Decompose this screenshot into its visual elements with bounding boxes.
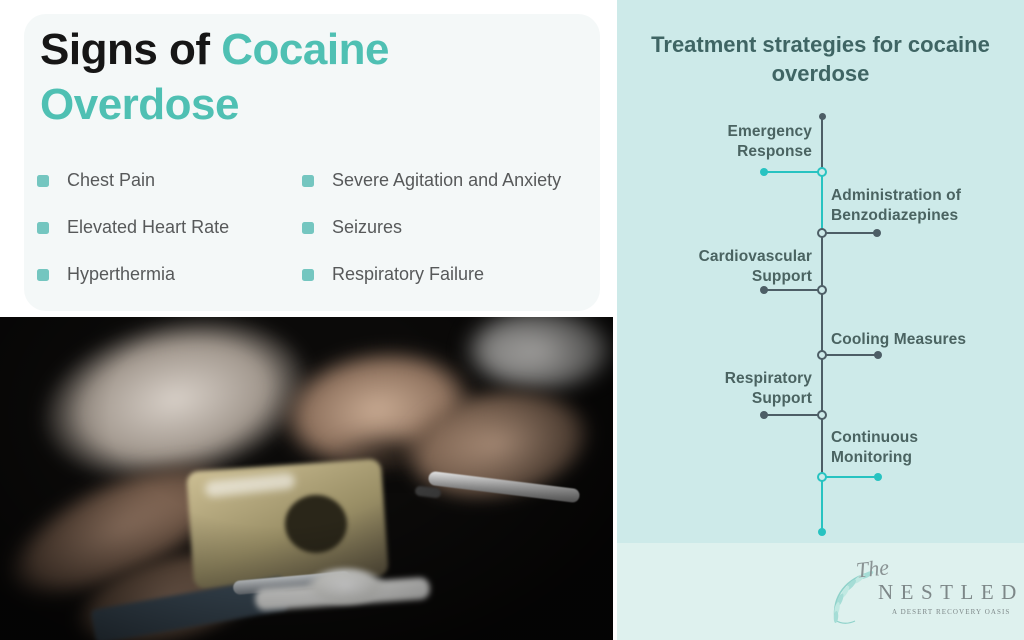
connector	[764, 289, 822, 291]
timeline-segment-accent	[821, 172, 823, 234]
leaf-branch-icon	[833, 571, 874, 624]
sign-label: Elevated Heart Rate	[67, 217, 230, 237]
signs-card	[24, 14, 600, 311]
list-item: Hyperthermia	[37, 264, 302, 285]
connector-dot	[760, 286, 768, 294]
page-title: Signs of Cocaine Overdose	[40, 22, 588, 133]
square-bullet-icon	[302, 268, 314, 281]
connector	[764, 414, 822, 416]
list-item: Chest Pain	[37, 170, 302, 191]
photo-vignette	[0, 317, 613, 640]
timeline-step-label: Respiratory Support	[724, 370, 812, 407]
sign-label: Severe Agitation and Anxiety	[332, 170, 562, 190]
connector-dot	[760, 168, 768, 176]
sign-label: Seizures	[332, 217, 403, 237]
timeline-node-dot	[817, 228, 827, 238]
connector-dot	[874, 351, 882, 359]
sign-label: Chest Pain	[67, 170, 156, 190]
timeline-step-label: Administration of Benzodiazepines	[831, 187, 961, 224]
square-bullet-icon	[302, 221, 314, 234]
timeline-end-dot	[818, 528, 826, 536]
logo-tagline: A DESERT RECOVERY OASIS	[892, 608, 1011, 616]
timeline-node-dot	[817, 410, 827, 420]
square-bullet-icon	[37, 174, 49, 187]
square-bullet-icon	[37, 268, 49, 281]
timeline-step-label: Emergency Response	[727, 123, 812, 160]
connector-dot	[873, 229, 881, 237]
treatment-heading: Treatment strategies for cocaine overdos…	[651, 32, 990, 86]
list-item: Respiratory Failure	[302, 264, 597, 285]
timeline-node-dot	[817, 167, 827, 177]
photo-overdose-scene	[0, 317, 613, 640]
timeline-node-dot	[817, 472, 827, 482]
timeline-node-dot	[817, 350, 827, 360]
timeline-segment-accent	[821, 477, 823, 533]
connector	[822, 232, 877, 234]
connector-dot	[760, 411, 768, 419]
list-item: Seizures	[302, 217, 597, 238]
list-item: Severe Agitation and Anxiety	[302, 170, 597, 191]
square-bullet-icon	[37, 221, 49, 234]
connector	[822, 476, 878, 478]
timeline-step-label: Continuous Monitoring	[831, 429, 919, 466]
title-prefix: Signs of	[40, 25, 222, 74]
title-highlight: Cocaine Overdose	[40, 25, 389, 130]
timeline-step-label: Cardiovascular Support	[698, 248, 812, 285]
timeline-step-label: Cooling Measures	[831, 331, 967, 348]
signs-list: Chest Pain Severe Agitation and Anxiety …	[37, 170, 597, 285]
list-item: Elevated Heart Rate	[37, 217, 302, 238]
brand-logo: The NESTLED A DESERT RECOVERY OASIS	[820, 554, 1020, 630]
sign-label: Respiratory Failure	[332, 264, 485, 284]
square-bullet-icon	[302, 174, 314, 187]
timeline-node-dot	[817, 285, 827, 295]
timeline-segment	[821, 117, 823, 174]
sign-label: Hyperthermia	[67, 264, 176, 284]
connector	[822, 354, 878, 356]
connector-dot	[874, 473, 882, 481]
connector	[764, 171, 822, 173]
footer-strip	[617, 543, 1024, 640]
logo-name: NESTLED	[878, 580, 1024, 604]
timeline-start-dot	[819, 113, 826, 120]
